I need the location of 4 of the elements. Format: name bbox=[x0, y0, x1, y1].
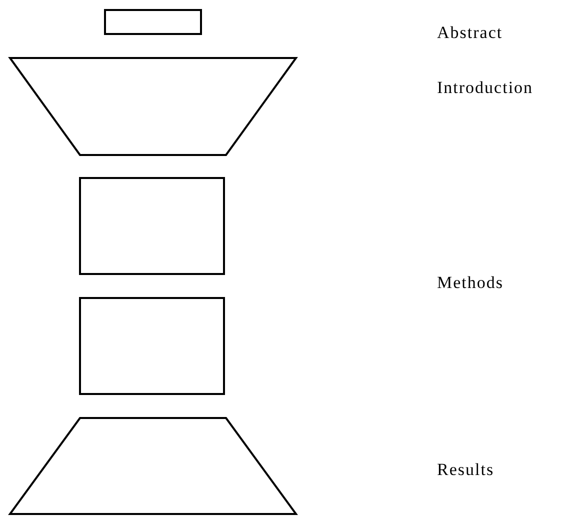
section-label: Methods bbox=[437, 273, 504, 293]
section-label: Introduction bbox=[437, 78, 534, 98]
section-label: Abstract bbox=[437, 23, 503, 43]
section-label: Results bbox=[437, 460, 494, 480]
